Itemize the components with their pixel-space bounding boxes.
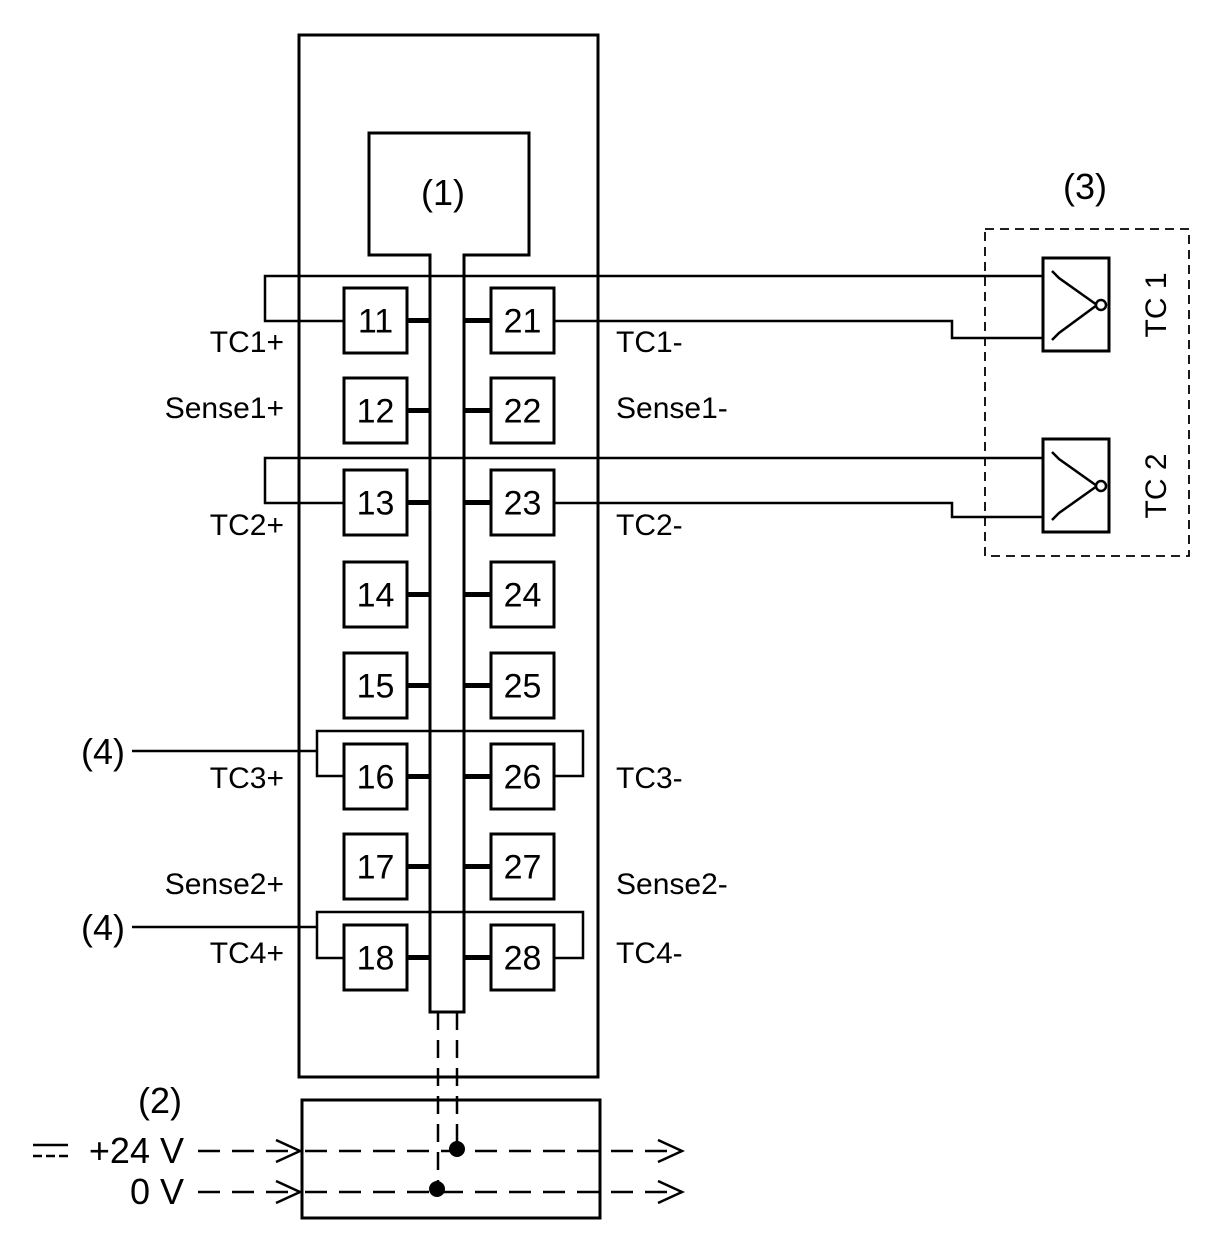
power-block xyxy=(300,1098,602,1220)
supply-zero-in-arrow xyxy=(275,1179,304,1205)
wire-tc1-plus xyxy=(263,274,1055,323)
label-tc2-minus: TC2- xyxy=(616,509,683,542)
terminal-number: 26 xyxy=(504,759,542,797)
terminal-box xyxy=(342,468,409,537)
label-sense2-plus: Sense2+ xyxy=(165,868,284,901)
terminal-right-3: 23 xyxy=(489,468,556,537)
wire-tc2-minus xyxy=(554,501,1055,519)
terminal-box xyxy=(489,742,556,811)
callout-power-block: (2) xyxy=(138,1080,182,1121)
label-tc1-minus: TC1- xyxy=(616,326,683,359)
terminal-number: 13 xyxy=(357,485,395,523)
terminal-number: 15 xyxy=(357,668,395,706)
terminal-number: 17 xyxy=(357,849,395,887)
wire-tc1-minus xyxy=(554,319,1055,340)
label-tc1-plus: TC1+ xyxy=(210,326,284,359)
electronics-bus xyxy=(367,131,531,1014)
terminal-box xyxy=(342,560,409,629)
callout-jumper-b: (4) xyxy=(81,907,125,948)
label-tc3-minus: TC3- xyxy=(616,762,683,795)
terminal-box xyxy=(342,376,409,445)
terminal-number: 11 xyxy=(358,303,393,341)
label-supply-plus: +24 V xyxy=(89,1130,184,1171)
terminal-number: 28 xyxy=(504,940,542,978)
callout-jumper-a: (4) xyxy=(81,731,125,772)
wire-tc2-plus xyxy=(263,456,1055,505)
supply-zero-out-arrow xyxy=(657,1179,686,1205)
terminal-right-7: 27 xyxy=(489,832,556,901)
dc-supply-icon xyxy=(33,1143,68,1158)
thermocouple-2-symbol xyxy=(1041,437,1111,534)
terminal-left-3: 13 xyxy=(342,468,409,537)
label-sense2-minus: Sense2- xyxy=(616,868,728,901)
supply-zero-node xyxy=(429,1181,445,1197)
terminal-right-1: 21 xyxy=(489,286,556,355)
jumper-a-wire xyxy=(315,729,585,778)
terminal-left-1: 11 xyxy=(342,286,409,355)
terminal-left-8: 18 xyxy=(342,923,409,992)
terminal-right-6: 26 xyxy=(489,742,556,811)
terminal-left-5: 15 xyxy=(342,651,409,720)
terminal-number: 16 xyxy=(357,759,395,797)
right-terminal-column: 21 22 23 24 25 26 27 28 xyxy=(489,286,556,992)
supply-plus-in-arrow xyxy=(275,1138,304,1164)
terminal-left-7: 17 xyxy=(342,832,409,901)
module-body xyxy=(297,33,600,1079)
terminal-box xyxy=(489,376,556,445)
terminal-box xyxy=(342,832,409,901)
terminal-left-4: 14 xyxy=(342,560,409,629)
label-sense1-minus: Sense1- xyxy=(616,392,728,425)
jumper-b-wire xyxy=(315,910,585,960)
terminal-box xyxy=(489,923,556,992)
left-terminal-column: 11 12 13 14 15 16 17 18 xyxy=(342,286,409,992)
label-tc4-minus: TC4- xyxy=(616,937,683,970)
callout-module: (1) xyxy=(421,172,465,213)
terminal-stubs xyxy=(407,318,491,960)
terminal-number: 23 xyxy=(504,485,542,523)
terminal-right-5: 25 xyxy=(489,651,556,720)
terminal-box xyxy=(342,651,409,720)
thermocouple-1-symbol xyxy=(1041,256,1111,353)
terminal-number: 21 xyxy=(504,303,542,341)
terminal-number: 12 xyxy=(357,393,395,431)
terminal-box xyxy=(489,560,556,629)
label-tc2: TC 2 xyxy=(1140,453,1173,518)
terminal-box xyxy=(342,923,409,992)
terminal-box xyxy=(489,651,556,720)
terminal-number: 14 xyxy=(357,577,395,615)
label-sense1-plus: Sense1+ xyxy=(165,392,284,425)
terminal-right-4: 24 xyxy=(489,560,556,629)
terminal-number: 22 xyxy=(504,393,542,431)
label-supply-zero: 0 V xyxy=(130,1171,184,1212)
terminal-right-8: 28 xyxy=(489,923,556,992)
terminal-left-6: 16 xyxy=(342,742,409,811)
terminal-number: 18 xyxy=(357,940,395,978)
callout-sensor-box: (3) xyxy=(1063,166,1107,207)
supply-plus-out-arrow xyxy=(657,1138,686,1164)
label-tc4-plus: TC4+ xyxy=(210,937,284,970)
label-tc1: TC 1 xyxy=(1140,272,1173,337)
label-tc2-plus: TC2+ xyxy=(210,509,284,542)
terminal-number: 24 xyxy=(504,577,542,615)
terminal-left-2: 12 xyxy=(342,376,409,445)
sensor-enclosure xyxy=(984,228,1190,557)
terminal-box xyxy=(489,832,556,901)
terminal-number: 25 xyxy=(504,668,542,706)
terminal-number: 27 xyxy=(504,849,542,887)
supply-plus-node xyxy=(449,1141,465,1157)
terminal-right-2: 22 xyxy=(489,376,556,445)
label-tc3-plus: TC3+ xyxy=(210,762,284,795)
